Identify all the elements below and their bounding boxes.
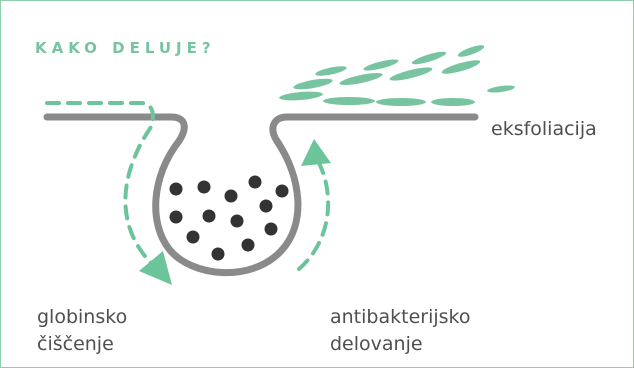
skin-flake [293, 78, 333, 90]
impurity-dot [275, 184, 289, 198]
skin-flakes [279, 45, 515, 106]
deep-cleansing-arrow [45, 101, 155, 265]
deep-cleansing-label-line2: čiščenje [37, 333, 114, 355]
antibacterial-arrowhead [301, 139, 331, 166]
skin-flake [487, 85, 515, 93]
impurity-dot [248, 175, 262, 189]
antibacterial-label-line2: delovanje [330, 333, 423, 355]
impurity-dot [259, 199, 273, 213]
impurity-dot [169, 182, 183, 196]
impurity-dot [230, 214, 244, 228]
skin-surface-line [43, 113, 479, 276]
skin-flake [441, 60, 481, 74]
exfoliation-label: eksfoliacija [491, 118, 597, 140]
skin-flake [411, 51, 447, 65]
impurity-dot [169, 210, 183, 224]
skin-flake [457, 45, 485, 57]
skin-flake [431, 98, 475, 106]
impurity-dot [202, 209, 216, 223]
impurity-dot [264, 222, 278, 236]
skin-flake [315, 66, 347, 76]
skin-flake [389, 67, 433, 81]
skin-flake [339, 72, 383, 86]
impurity-dot [241, 238, 255, 252]
pore-impurities [169, 175, 289, 261]
skin-flake [323, 97, 375, 105]
skin-flake [279, 91, 323, 101]
impurity-dot [224, 189, 238, 203]
impurity-dot [211, 247, 225, 261]
skin-flake [363, 59, 399, 71]
antibacterial-label-line1: antibakterijsko [330, 306, 470, 328]
impurity-dot [197, 180, 211, 194]
impurity-dot [186, 230, 200, 244]
antibacterial-arrow [297, 161, 331, 271]
deep-cleansing-arrowhead [139, 251, 172, 285]
skin-flake [376, 98, 426, 106]
diagram-title: KAKO DELUJE? [35, 39, 216, 57]
deep-cleansing-label-line1: globinsko [37, 306, 127, 328]
